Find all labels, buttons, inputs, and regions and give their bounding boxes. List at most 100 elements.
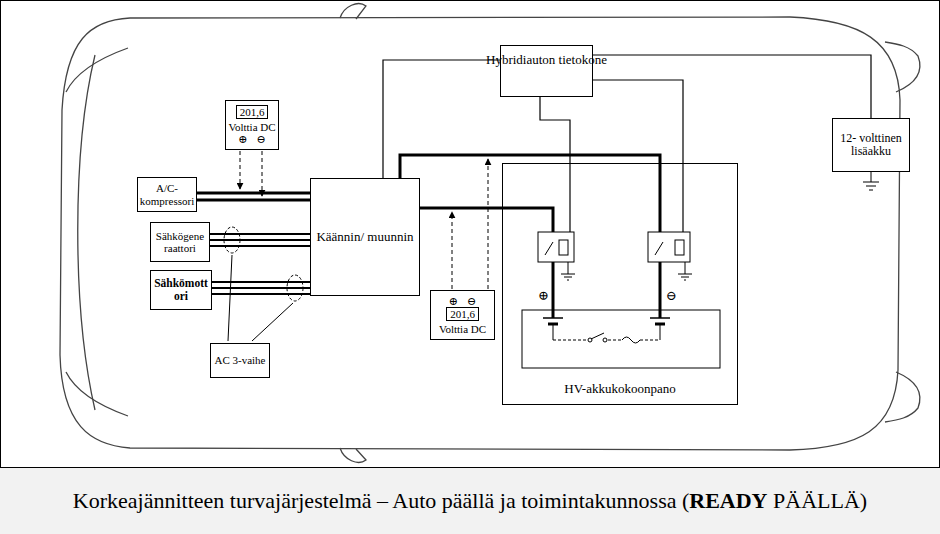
auxiliary-battery-box: 12- volttinen lisäakku bbox=[832, 118, 910, 172]
caption-band: Korkeajännitteen turvajärjestelmä – Auto… bbox=[0, 467, 940, 534]
box-label: A/C- kompressori bbox=[140, 182, 194, 206]
box-label: 201,6 bbox=[446, 307, 479, 321]
text-row: Volttia DC bbox=[228, 121, 275, 133]
component-box: Sähkömott ori bbox=[150, 270, 212, 310]
tail-light bbox=[885, 42, 920, 92]
ground-bar bbox=[561, 274, 575, 275]
fuse-symbol bbox=[622, 337, 640, 343]
terminal-sign: ⊕ bbox=[537, 289, 550, 302]
voltmeter-box: 201,6Volttia DC⊕⊖ bbox=[225, 100, 279, 150]
text-row: 12- volttinen lisäakku bbox=[835, 132, 907, 158]
box-label: ⊖ bbox=[467, 295, 476, 307]
text-row: Sähkömott ori bbox=[153, 277, 209, 302]
cell-plate bbox=[650, 317, 670, 319]
text-row: Volttia DC bbox=[439, 323, 486, 335]
text-row: Käännin/ muunnin bbox=[316, 230, 413, 244]
probe-arrow bbox=[240, 151, 241, 189]
headlight bbox=[66, 48, 128, 92]
caption-emphasis: READY bbox=[689, 488, 767, 513]
power-wire bbox=[212, 282, 310, 294]
leader-line bbox=[252, 303, 293, 341]
control-wire bbox=[569, 163, 570, 232]
box-label: 201,6 bbox=[236, 105, 269, 119]
power-wire bbox=[400, 155, 660, 178]
caption: Korkeajännitteen turvajärjestelmä – Auto… bbox=[73, 488, 867, 513]
voltmeter-box: ⊕⊖201,6Volttia DC bbox=[430, 290, 495, 340]
box-label: HV-akkukokoonpano bbox=[564, 382, 675, 396]
box-label: Volttia DC bbox=[439, 323, 486, 335]
ground-bar bbox=[681, 277, 689, 278]
probe-arrow bbox=[262, 151, 263, 196]
phase-markers bbox=[224, 227, 303, 341]
power-wire bbox=[197, 193, 310, 200]
signal-wire bbox=[593, 55, 871, 118]
text-row: ⊕⊖ bbox=[449, 295, 476, 307]
mirror bbox=[340, 4, 366, 19]
car-body bbox=[60, 17, 900, 450]
ground-bar bbox=[678, 274, 692, 275]
car-outline bbox=[60, 4, 920, 463]
headlight bbox=[66, 372, 128, 416]
terminal-sign: ⊖ bbox=[665, 289, 678, 302]
cell-plate bbox=[543, 317, 563, 319]
box-label: ⊖ bbox=[257, 133, 266, 145]
ground-bar bbox=[869, 190, 873, 191]
series-link bbox=[640, 340, 660, 341]
hv-wire bbox=[659, 163, 662, 232]
leader-line bbox=[228, 255, 232, 341]
relay-symbol bbox=[648, 232, 690, 262]
power-wire bbox=[420, 207, 502, 210]
text-row: AC 3-vaihe bbox=[214, 354, 265, 366]
ground-symbol bbox=[863, 172, 879, 190]
tail-light bbox=[885, 372, 920, 422]
wire bbox=[871, 172, 872, 182]
relay-coil bbox=[675, 240, 684, 255]
battery-internals bbox=[502, 163, 720, 368]
text-row: A/C- kompressori bbox=[140, 182, 194, 206]
box-label: Volttia DC bbox=[228, 121, 275, 133]
relay-contact bbox=[545, 242, 553, 255]
wire bbox=[553, 324, 554, 340]
control-wire bbox=[682, 163, 683, 232]
component-box: Sähkögene raattori bbox=[150, 222, 210, 262]
ground-bar bbox=[684, 280, 686, 281]
computer-box: Hybridiauton tietokone bbox=[500, 45, 593, 97]
ground-bar bbox=[863, 182, 879, 183]
relay-coil bbox=[559, 240, 568, 255]
hv-wire bbox=[502, 208, 553, 232]
service-plug-lever bbox=[591, 333, 604, 339]
box-label: Sähkömott ori bbox=[153, 277, 209, 302]
probe-arrow bbox=[488, 159, 489, 289]
signal-wire bbox=[593, 80, 683, 163]
text-row: 201,6 bbox=[446, 307, 479, 323]
relay-contact bbox=[655, 242, 663, 255]
box-heading: Hybridiauton tietokone bbox=[486, 53, 607, 67]
service-plug-contact bbox=[603, 338, 607, 342]
ground-bar bbox=[567, 280, 569, 281]
text-row: ⊕⊖ bbox=[238, 133, 265, 145]
wire bbox=[685, 262, 686, 274]
battery-assembly: HV-akkukokoonpano bbox=[502, 163, 738, 405]
ground-bar bbox=[866, 186, 876, 187]
wire bbox=[568, 262, 569, 274]
signal-wire bbox=[540, 97, 570, 163]
text-row: 201,6 bbox=[236, 105, 269, 121]
ground-bar bbox=[564, 277, 572, 278]
mirror bbox=[340, 448, 366, 462]
text-row: HV-akkukokoonpano bbox=[564, 382, 675, 396]
inverter-box: Käännin/ muunnin bbox=[310, 178, 420, 296]
probe-arrow bbox=[452, 212, 453, 289]
series-link bbox=[553, 340, 587, 341]
relay-symbol bbox=[538, 232, 574, 262]
box-label: ⊕ bbox=[238, 133, 247, 145]
component-box: A/C- kompressori bbox=[137, 177, 197, 212]
power-wire bbox=[210, 234, 310, 246]
callout-box: AC 3-vaihe bbox=[210, 343, 270, 378]
box-label: ⊕ bbox=[449, 295, 458, 307]
box-label: AC 3-vaihe bbox=[214, 354, 265, 366]
text-row: Sähkögene raattori bbox=[153, 230, 207, 254]
